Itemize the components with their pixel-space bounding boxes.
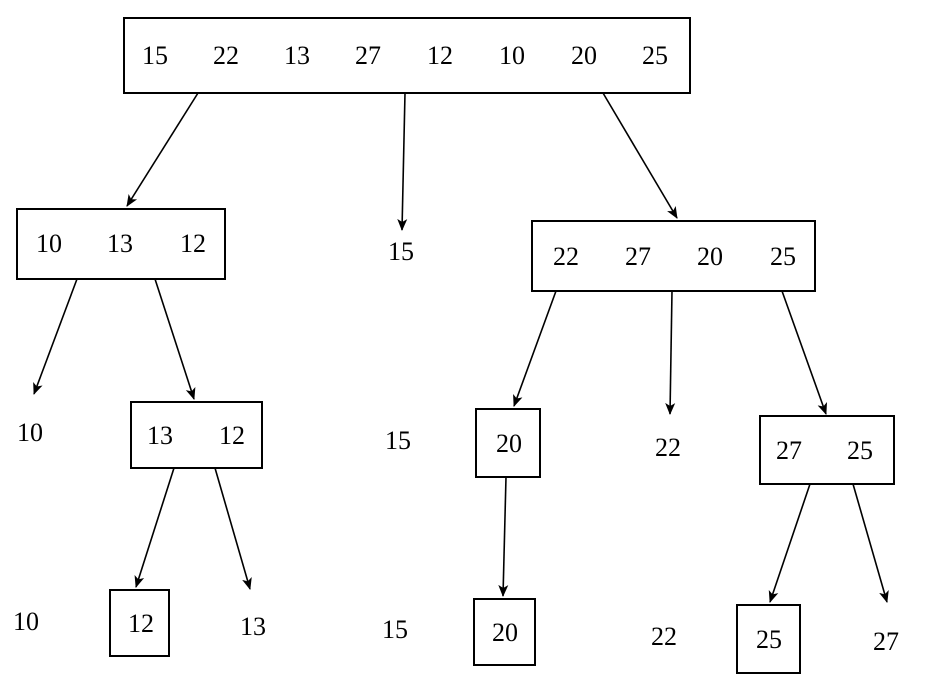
left-sub-item: 12	[219, 421, 245, 450]
edge-root-pivot	[397, 92, 408, 231]
edge-rightsub-25	[768, 483, 811, 603]
edge-root-left	[126, 92, 199, 207]
level2-label-22: 22	[655, 433, 681, 462]
edge-leftsub-13	[214, 467, 252, 590]
node-leaf-12: 12	[109, 589, 170, 657]
root-box	[123, 17, 691, 94]
level3-label-15: 15	[382, 615, 408, 644]
pivot-label: 15	[388, 237, 414, 266]
left-sub-box	[130, 401, 263, 469]
node-root: 15 22 13 27 12 10 20 25	[123, 17, 691, 94]
leaf-20-item: 20	[492, 618, 518, 647]
right-item: 25	[770, 242, 796, 271]
node-leaf-20: 20	[473, 598, 536, 666]
leaf-12-item: 12	[128, 609, 154, 638]
edge-right-rightsub	[781, 290, 828, 415]
node-leaf-25: 25	[736, 604, 801, 674]
right-item: 20	[697, 242, 723, 271]
right-box	[531, 220, 816, 292]
node-left-sub: 13 12	[130, 401, 263, 469]
root-item: 20	[571, 41, 597, 70]
leaf-25-box	[736, 604, 801, 674]
level2-label-15: 15	[385, 426, 411, 455]
root-item: 22	[213, 41, 239, 70]
left-sub-item: 13	[147, 421, 173, 450]
right-sub-item: 25	[847, 436, 873, 465]
level3-label-13: 13	[240, 612, 266, 641]
level3-label-10: 10	[13, 607, 39, 636]
leaf-25-item: 25	[756, 625, 782, 654]
node-right-single: 20	[475, 408, 541, 478]
left-box	[16, 208, 226, 280]
level3-label-27: 27	[873, 627, 899, 656]
right-item: 22	[553, 242, 579, 271]
node-right-sub: 27 25	[759, 415, 895, 485]
edge-20-20	[498, 476, 509, 597]
right-sub-item: 27	[776, 436, 802, 465]
edge-right-20	[513, 290, 557, 407]
root-item: 12	[427, 41, 453, 70]
root-item: 15	[142, 41, 168, 70]
edge-leftsub-12	[134, 467, 175, 588]
root-item: 25	[642, 41, 668, 70]
right-sub-box	[759, 415, 895, 485]
edge-right-22	[665, 290, 676, 415]
root-item: 27	[355, 41, 381, 70]
left-item: 12	[180, 229, 206, 258]
level2-label-10: 10	[17, 418, 43, 447]
edge-rightsub-27	[852, 483, 889, 603]
right-single-item: 20	[496, 429, 522, 458]
right-item: 27	[625, 242, 651, 271]
right-single-box	[475, 408, 541, 478]
node-left: 10 13 12	[16, 208, 226, 280]
edge-left-10	[33, 278, 78, 395]
root-item: 10	[499, 41, 525, 70]
level3-label-22: 22	[651, 622, 677, 651]
node-right: 22 27 20 25	[531, 220, 816, 292]
leaf-12-box	[109, 589, 170, 657]
root-item: 13	[284, 41, 310, 70]
left-item: 13	[107, 229, 133, 258]
left-item: 10	[36, 229, 62, 258]
leaf-20-box	[473, 598, 536, 666]
edges	[33, 92, 889, 603]
edge-left-leftsub	[154, 278, 196, 400]
edge-root-right	[602, 92, 678, 219]
